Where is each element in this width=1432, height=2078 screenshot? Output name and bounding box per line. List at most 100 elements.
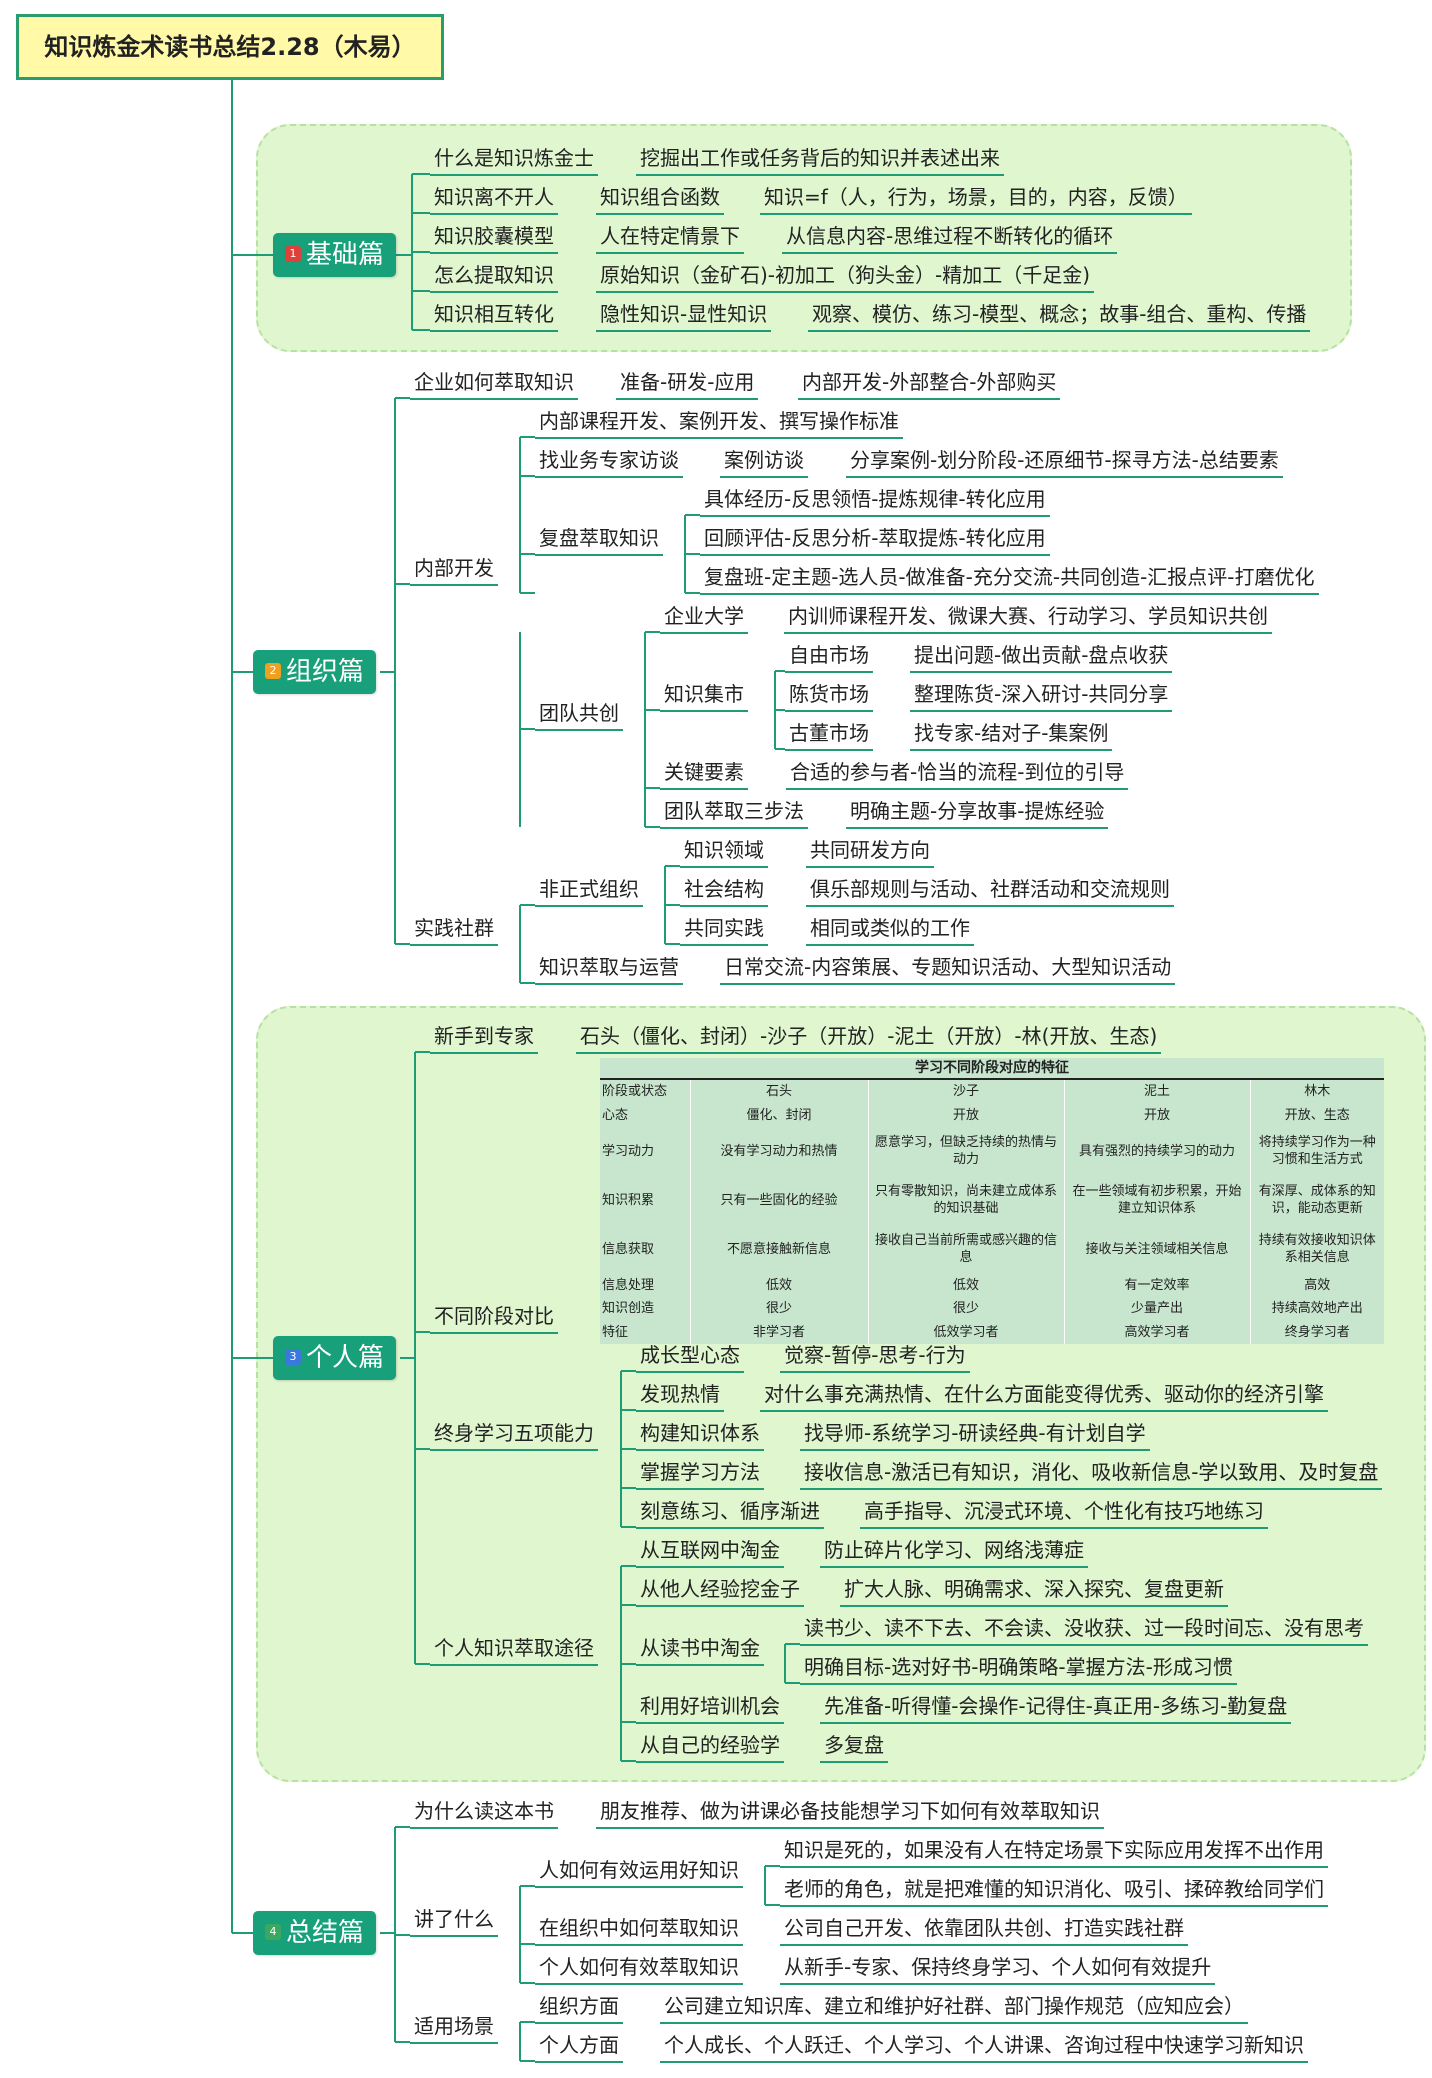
node[interactable]: 觉察-暂停-思考-行为 [780,1339,970,1373]
node[interactable]: 从自己的经验学 [636,1729,784,1763]
node[interactable]: 团队萃取三步法 [660,795,808,829]
node[interactable]: 原始知识（金矿石)-初加工（狗头金）-精加工（千足金) [596,259,1095,293]
table-cell: 信息获取 [602,1241,655,1257]
node[interactable]: 内部开发 [410,552,498,586]
node[interactable]: 内部课程开发、案例开发、撰写操作标准 [535,405,903,439]
node[interactable]: 在组织中如何萃取知识 [535,1912,743,1946]
node[interactable]: 朋友推荐、做为讲课必备技能想学习下如何有效萃取知识 [596,1795,1104,1829]
node[interactable]: 扩大人脉、明确需求、深入探究、复盘更新 [840,1573,1228,1607]
node[interactable]: 关键要素 [660,756,748,790]
node[interactable]: 找导师-系统学习-研读经典-有计划自学 [800,1417,1150,1451]
node[interactable]: 日常交流-内容策展、专题知识活动、大型知识活动 [720,951,1176,985]
node[interactable]: 什么是知识炼金士 [430,142,598,176]
node[interactable]: 整理陈货-深入研讨-共同分享 [910,678,1173,712]
node[interactable]: 对什么事充满热情、在什么方面能变得优秀、驱动你的经济引擎 [760,1378,1328,1412]
node[interactable]: 个人方面 [535,2029,623,2063]
node[interactable]: 准备-研发-应用 [616,366,759,400]
node[interactable]: 构建知识体系 [636,1417,764,1451]
node[interactable]: 接收信息-激活已有知识，消化、吸收新信息-学以致用、及时复盘 [800,1456,1383,1490]
node[interactable]: 个人如何有效萃取知识 [535,1951,743,1985]
node[interactable]: 知识相互转化 [430,298,558,332]
node[interactable]: 多复盘 [820,1729,888,1763]
node[interactable]: 明确主题-分享故事-提炼经验 [846,795,1109,829]
node[interactable]: 俱乐部规则与活动、社群活动和交流规则 [806,873,1174,907]
node[interactable]: 案例访谈 [720,444,808,478]
node[interactable]: 终身学习五项能力 [430,1417,598,1451]
node[interactable]: 先准备-听得懂-会操作-记得住-真正用-多练习-勤复盘 [820,1690,1292,1724]
node[interactable]: 讲了什么 [410,1903,498,1937]
node[interactable]: 回顾评估-反思分析-萃取提炼-转化应用 [700,522,1050,556]
node[interactable]: 读书少、读不下去、不会读、没收获、过一段时间忘、没有思考 [800,1612,1368,1646]
node[interactable]: 明确目标-选对好书-明确策略-掌握方法-形成习惯 [800,1651,1237,1685]
node[interactable]: 新手到专家 [430,1020,538,1054]
node[interactable]: 从互联网中淘金 [636,1534,784,1568]
node[interactable]: 从新手-专家、保持终身学习、个人如何有效提升 [780,1951,1216,1985]
node[interactable]: 分享案例-划分阶段-还原细节-探寻方法-总结要素 [846,444,1283,478]
node[interactable]: 挖掘出工作或任务背后的知识并表述出来 [636,142,1004,176]
table-cell: 持续有效接收知识体系相关信息 [1249,1224,1384,1274]
node[interactable]: 相同或类似的工作 [806,912,974,946]
node[interactable]: 团队共创 [535,697,623,731]
node[interactable]: 老师的角色，就是把难懂的知识消化、吸引、揉碎教给同学们 [780,1873,1328,1907]
node[interactable]: 观察、模仿、练习-模型、概念；故事-组合、重构、传播 [808,298,1311,332]
node[interactable]: 个人知识萃取途径 [430,1632,598,1666]
node[interactable]: 知识萃取与运营 [535,951,683,985]
node[interactable]: 提出问题-做出贡献-盘点收获 [910,639,1173,673]
node[interactable]: 公司建立知识库、建立和维护好社群、部门操作规范（应知应会） [660,1990,1248,2024]
node[interactable]: 复盘班-定主题-选人员-做准备-充分交流-共同创造-汇报点评-打磨优化 [700,561,1319,595]
node[interactable]: 陈货市场 [785,678,873,712]
node[interactable]: 不同阶段对比 [430,1300,558,1334]
node[interactable]: 知识集市 [660,678,748,712]
central-topic-title[interactable]: 知识炼金术读书总结2.28（木易） [16,14,444,80]
node[interactable]: 隐性知识-显性知识 [596,298,772,332]
node[interactable]: 合适的参与者-恰当的流程-到位的引导 [786,756,1129,790]
node[interactable]: 组织方面 [535,1990,623,2024]
node[interactable]: 复盘萃取知识 [535,522,663,556]
node[interactable]: 石头（僵化、封闭）-沙子（开放）-泥土（开放）-林(开放、生态) [576,1020,1162,1054]
node[interactable]: 从他人经验挖金子 [636,1573,804,1607]
node[interactable]: 利用好培训机会 [636,1690,784,1724]
node[interactable]: 古董市场 [785,717,873,751]
node[interactable]: 知识胶囊模型 [430,220,558,254]
node[interactable]: 防止碎片化学习、网络浅薄症 [820,1534,1088,1568]
node[interactable]: 人在特定情景下 [596,220,744,254]
node[interactable]: 非正式组织 [535,873,643,907]
node[interactable]: 共同研发方向 [806,834,934,868]
node[interactable]: 企业大学 [660,600,748,634]
node[interactable]: 自由市场 [785,639,873,673]
node[interactable]: 知识离不开人 [430,181,558,215]
node[interactable]: 知识是死的，如果没有人在特定场景下实际应用发挥不出作用 [780,1834,1328,1868]
node[interactable]: 知识领域 [680,834,768,868]
node[interactable]: 怎么提取知识 [430,259,558,293]
node[interactable]: 企业如何萃取知识 [410,366,578,400]
node[interactable]: 内训师课程开发、微课大赛、行动学习、学员知识共创 [784,600,1272,634]
node[interactable]: 共同实践 [680,912,768,946]
node[interactable]: 找专家-结对子-集案例 [910,717,1113,751]
node[interactable]: 刻意练习、循序渐进 [636,1495,824,1529]
node[interactable]: 知识=f（人，行为，场景，目的，内容，反馈） [760,181,1192,215]
node[interactable]: 公司自己开发、依靠团队共创、打造实践社群 [780,1912,1188,1946]
node[interactable]: 个人成长、个人跃迁、个人学习、个人讲课、咨询过程中快速学习新知识 [660,2029,1308,2063]
priority-4-icon: 4 [265,1923,281,1940]
node[interactable]: 实践社群 [410,912,498,946]
node[interactable]: 内部开发-外部整合-外部购买 [798,366,1061,400]
node[interactable]: 具体经历-反思领悟-提炼规律-转化应用 [700,483,1050,517]
node[interactable]: 找业务专家访谈 [535,444,683,478]
node[interactable]: 社会结构 [680,873,768,907]
branch-organization-label: 组织篇 [286,657,365,687]
node[interactable]: 人如何有效运用好知识 [535,1854,743,1888]
node[interactable]: 掌握学习方法 [636,1456,764,1490]
node[interactable]: 发现热情 [636,1378,724,1412]
node[interactable]: 高手指导、沉浸式环境、个性化有技巧地练习 [860,1495,1268,1529]
node[interactable]: 成长型心态 [636,1339,744,1373]
node[interactable]: 为什么读这本书 [410,1795,558,1829]
node[interactable]: 从读书中淘金 [636,1632,764,1666]
node[interactable]: 从信息内容-思维过程不断转化的循环 [782,220,1118,254]
node[interactable]: 适用场景 [410,2010,498,2044]
table-row: 心态僵化、封闭开放开放开放、生态 [600,1103,1384,1127]
node[interactable]: 知识组合函数 [596,181,724,215]
